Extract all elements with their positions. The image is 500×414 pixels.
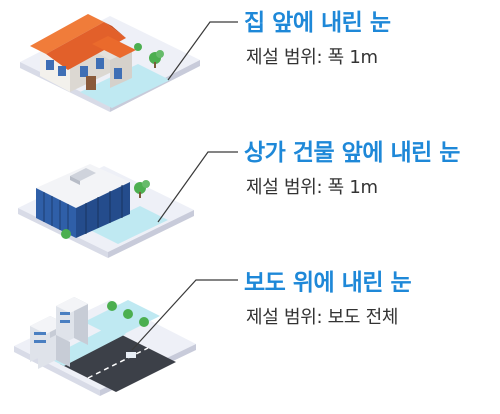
removal-range-text: 제설 범위: 폭 1m [246,47,378,68]
commercial-building-illustration [18,151,238,258]
section-title: 보도 위에 내린 눈 [244,270,412,296]
section-house: 집 앞에 내린 눈 제설 범위: 폭 1m [0,0,500,130]
city-sidewalk-illustration [14,279,238,396]
house-illustration [20,14,238,112]
removal-range-text: 제설 범위: 폭 1m [246,177,378,198]
removal-range-text: 제설 범위: 보도 전체 [246,307,399,328]
section-title: 상가 건물 앞에 내린 눈 [244,140,460,166]
section-title: 집 앞에 내린 눈 [244,10,391,36]
section-sidewalk: 보도 위에 내린 눈 제설 범위: 보도 전체 [0,260,500,414]
section-commercial-building: 상가 건물 앞에 내린 눈 제설 범위: 폭 1m [0,130,500,260]
